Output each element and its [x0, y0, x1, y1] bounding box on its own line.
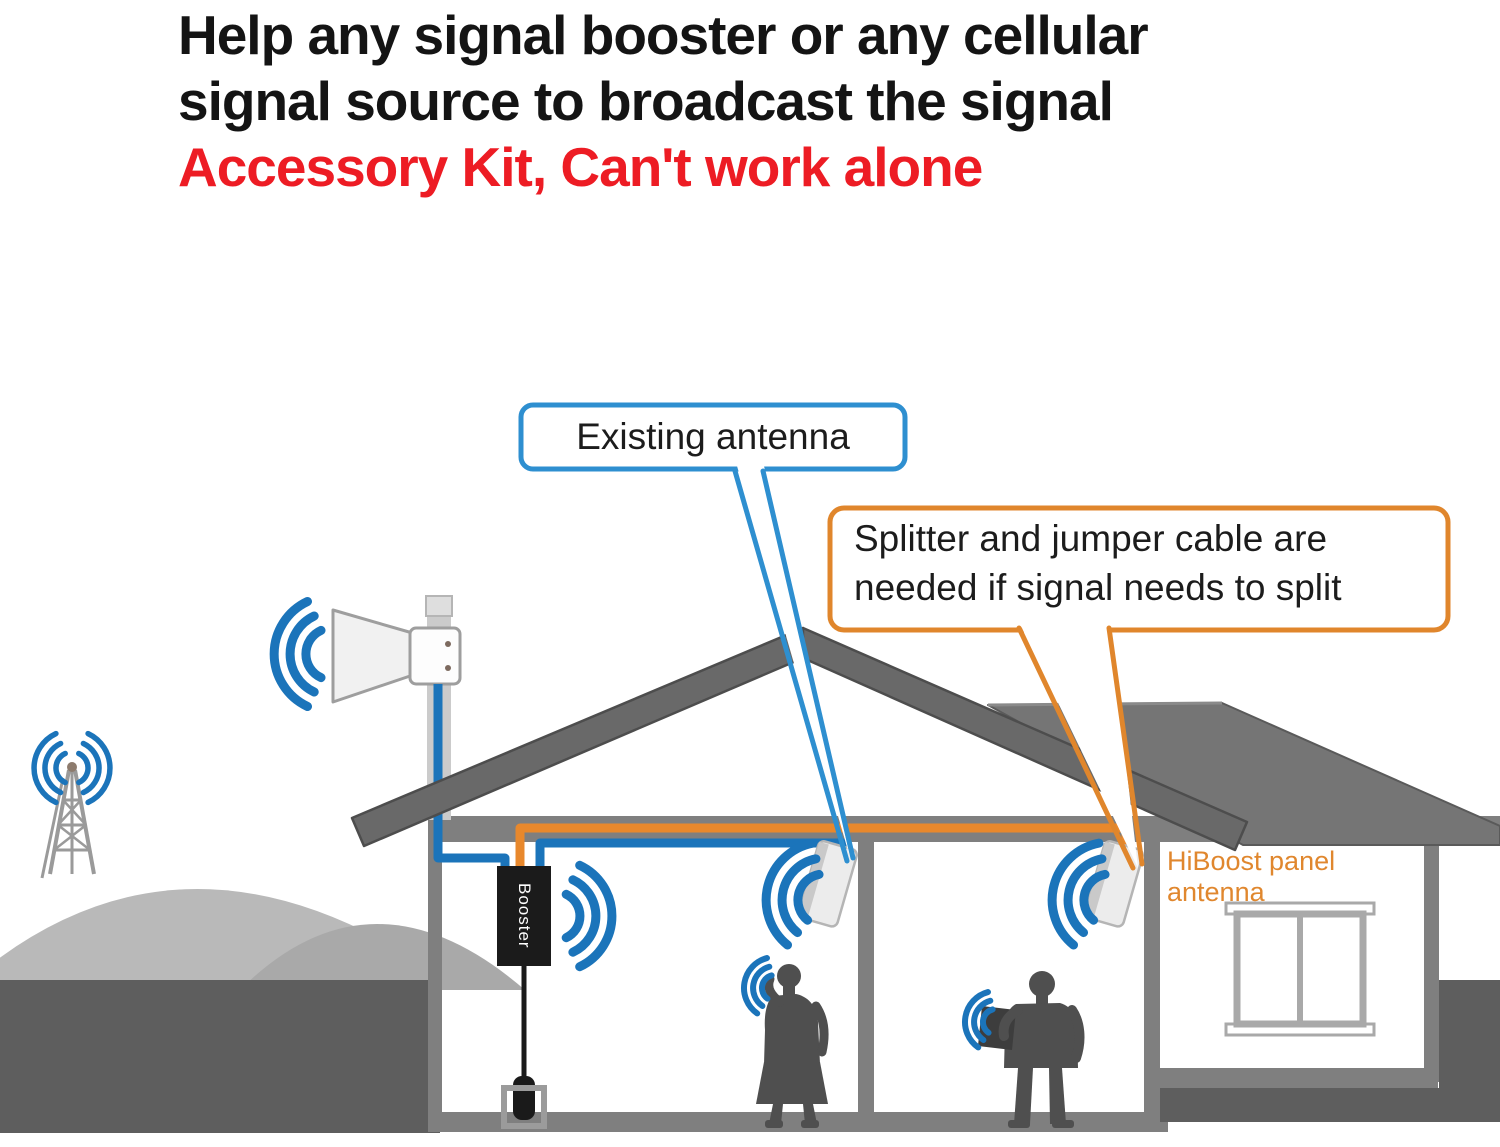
ground-left: [0, 980, 440, 1133]
house-structure: [428, 816, 1500, 1132]
splitter-text-line-1: Splitter and jumper cable are: [854, 518, 1328, 559]
floor: [428, 1112, 1168, 1132]
facade-base: [1160, 1068, 1438, 1088]
corner-post: [1424, 842, 1439, 1082]
headline-highlight: Accessory Kit, Can't work alone: [178, 136, 983, 198]
splitter-text-line-2: needed if signal needs to split: [854, 567, 1342, 608]
existing-antenna-callout-label: Existing antenna: [521, 405, 905, 469]
hill-small: [240, 924, 525, 990]
callout-splitter-note: [827, 505, 1451, 871]
right-room-wall: [1144, 842, 1160, 1122]
panel-antenna-label: HiBoost panel antenna: [1167, 846, 1335, 908]
booster-label: Booster: [515, 883, 534, 949]
existing-antenna-text: Existing antenna: [576, 416, 850, 457]
tablet-signal-waves-icon: [962, 989, 996, 1051]
outdoor-antenna-signal-waves-icon: [269, 597, 326, 711]
left-wall: [428, 816, 442, 1132]
outdoor-antenna-assembly: [331, 595, 462, 820]
tower-signal-waves-icon: [31, 730, 113, 806]
window: [1224, 901, 1376, 1037]
power-plug: [513, 1076, 535, 1120]
antenna-mount-plate: [408, 626, 462, 686]
person-man-with-tablet: [978, 971, 1085, 1128]
pole-cap: [425, 595, 453, 617]
lpda-antenna: [331, 608, 418, 704]
middle-wall: [858, 842, 874, 1122]
headline: Help any signal booster or any cellular …: [178, 2, 1149, 200]
outdoor-cable-blue: [433, 684, 510, 868]
callout-existing-antenna: [518, 402, 908, 864]
booster-device: Booster: [497, 866, 551, 966]
phone-signal-waves-icon: [741, 955, 775, 1017]
panel-antenna-label-line-2: antenna: [1167, 877, 1265, 907]
indoor-antenna-2-signal-waves-icon: [1047, 838, 1110, 950]
cell-tower: [40, 762, 96, 879]
person-woman-on-phone: [756, 964, 829, 1128]
panel-antenna-label-line-1: HiBoost panel: [1167, 846, 1336, 876]
splitter-callout-label: Splitter and jumper cable are needed if …: [828, 506, 1448, 628]
tower-tip: [67, 762, 77, 772]
hills: [0, 889, 525, 990]
headline-line-2: signal source to broadcast the signal: [178, 70, 1114, 132]
ground-right: [1160, 980, 1500, 1122]
booster-signal-waves-icon: [561, 860, 617, 972]
indoor-antenna-1-signal-waves-icon: [761, 838, 824, 950]
headline-line-1: Help any signal booster or any cellular: [178, 4, 1149, 66]
wall-outlet: [501, 1085, 547, 1129]
